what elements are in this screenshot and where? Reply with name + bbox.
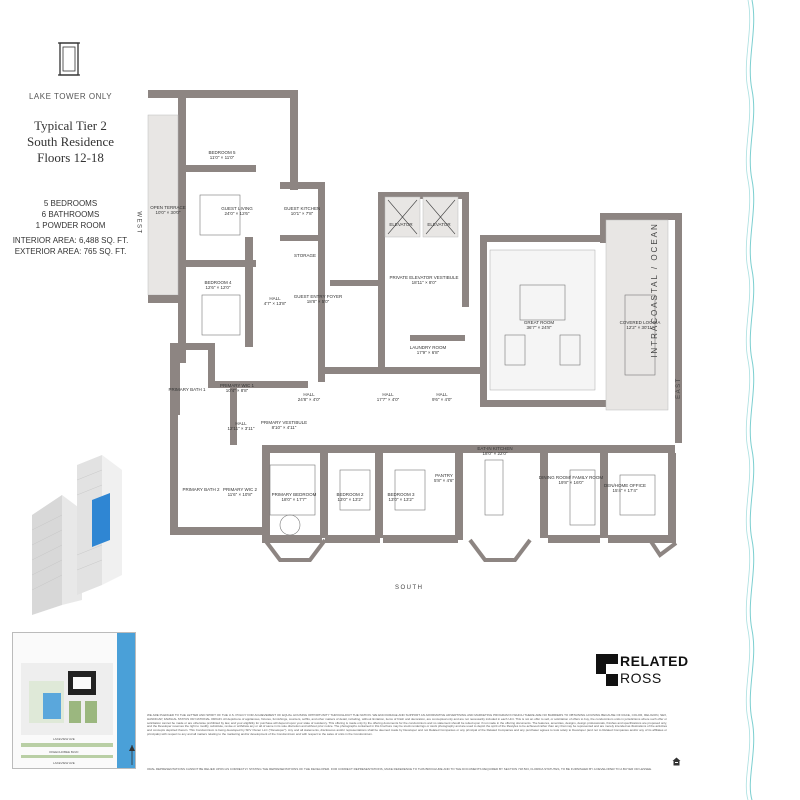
residence-title-line3: Floors 12-18 bbox=[37, 150, 104, 165]
compass-west: WEST bbox=[135, 211, 142, 235]
residence-title-line2: South Residence bbox=[26, 134, 114, 149]
furniture bbox=[199, 194, 656, 536]
room-primary-bath-2: PRIMARY BATH 2 bbox=[182, 487, 220, 492]
residence-title: Typical Tier 2 South Residence Floors 12… bbox=[8, 118, 133, 166]
legal-footer: ORAL REPRESENTATIONS CANNOT BE RELIED UP… bbox=[147, 767, 652, 771]
bay-windows bbox=[263, 538, 678, 562]
compass-east: EAST bbox=[675, 377, 682, 399]
intracoastal-ocean-label: INTRACOASTAL / OCEAN bbox=[650, 222, 659, 358]
related-logo-icon bbox=[596, 654, 618, 686]
wall-stubs bbox=[148, 90, 180, 415]
exterior-area: EXTERIOR AREA: 765 SQ. FT. bbox=[14, 247, 127, 256]
equal-housing-icon bbox=[672, 757, 681, 766]
street-label-3: LAKEVIEW AVE bbox=[53, 761, 75, 765]
street-label-2: OKEECHOBEE BLVD bbox=[49, 750, 79, 754]
brand-ross: ROSS bbox=[620, 670, 662, 686]
legal-disclaimer: WE ARE PLEDGED TO THE LETTER AND SPIRIT … bbox=[147, 713, 667, 736]
floor-plan bbox=[147, 90, 682, 562]
north-arrow-icon bbox=[129, 745, 135, 765]
tower-logo-icon bbox=[58, 42, 80, 76]
walls bbox=[170, 90, 682, 543]
interior-area: INTERIOR AREA: 6,488 SQ. FT. bbox=[12, 236, 129, 245]
room-elevator-2: ELEVATOR bbox=[427, 222, 451, 227]
building-rendering bbox=[31, 455, 122, 615]
compass-south: SOUTH bbox=[395, 585, 424, 591]
room-storage: STORAGE bbox=[294, 253, 316, 258]
site-plan: LAKEVIEW AVE OKEECHOBEE BLVD LAKEVIEW AV… bbox=[12, 632, 136, 769]
unit-specs: 5 BEDROOMS 6 BATHROOMS 1 POWDER ROOM INT… bbox=[8, 198, 133, 257]
room-elevator-1: ELEVATOR bbox=[389, 222, 413, 227]
powder-count: 1 POWDER ROOM bbox=[35, 221, 106, 230]
brand-related: RELATED bbox=[620, 653, 689, 669]
bedrooms-count: 5 BEDROOMS bbox=[43, 199, 98, 208]
tower-note: LAKE TOWER ONLY bbox=[28, 92, 113, 101]
windows bbox=[147, 114, 669, 411]
street-label-1: LAKEVIEW AVE bbox=[53, 737, 75, 741]
wave-decoration bbox=[745, 0, 755, 800]
elevator-shafts bbox=[387, 199, 456, 235]
site-plan-map bbox=[13, 633, 135, 768]
residence-title-line1: Typical Tier 2 bbox=[34, 118, 107, 133]
room-primary-bath-1: PRIMARY BATH 1 bbox=[168, 387, 206, 392]
bathrooms-count: 6 BATHROOMS bbox=[41, 210, 100, 219]
